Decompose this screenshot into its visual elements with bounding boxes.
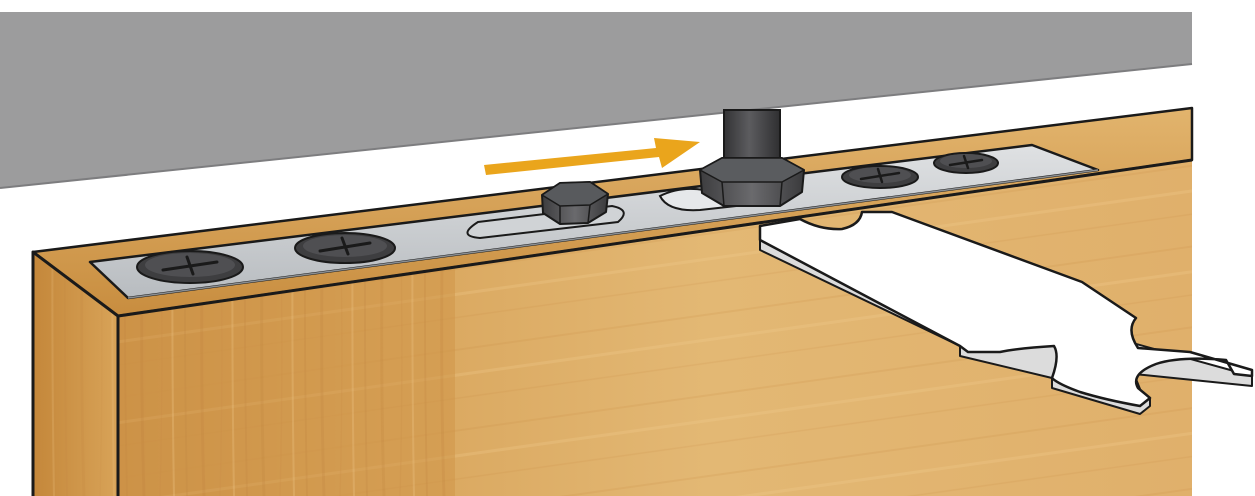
- hex-nut: [542, 182, 608, 224]
- screw-icon: [137, 251, 243, 283]
- screw-icon: [934, 153, 998, 173]
- screw-icon: [842, 166, 918, 188]
- direction-arrow: [484, 138, 700, 175]
- screw-icon: [295, 233, 395, 263]
